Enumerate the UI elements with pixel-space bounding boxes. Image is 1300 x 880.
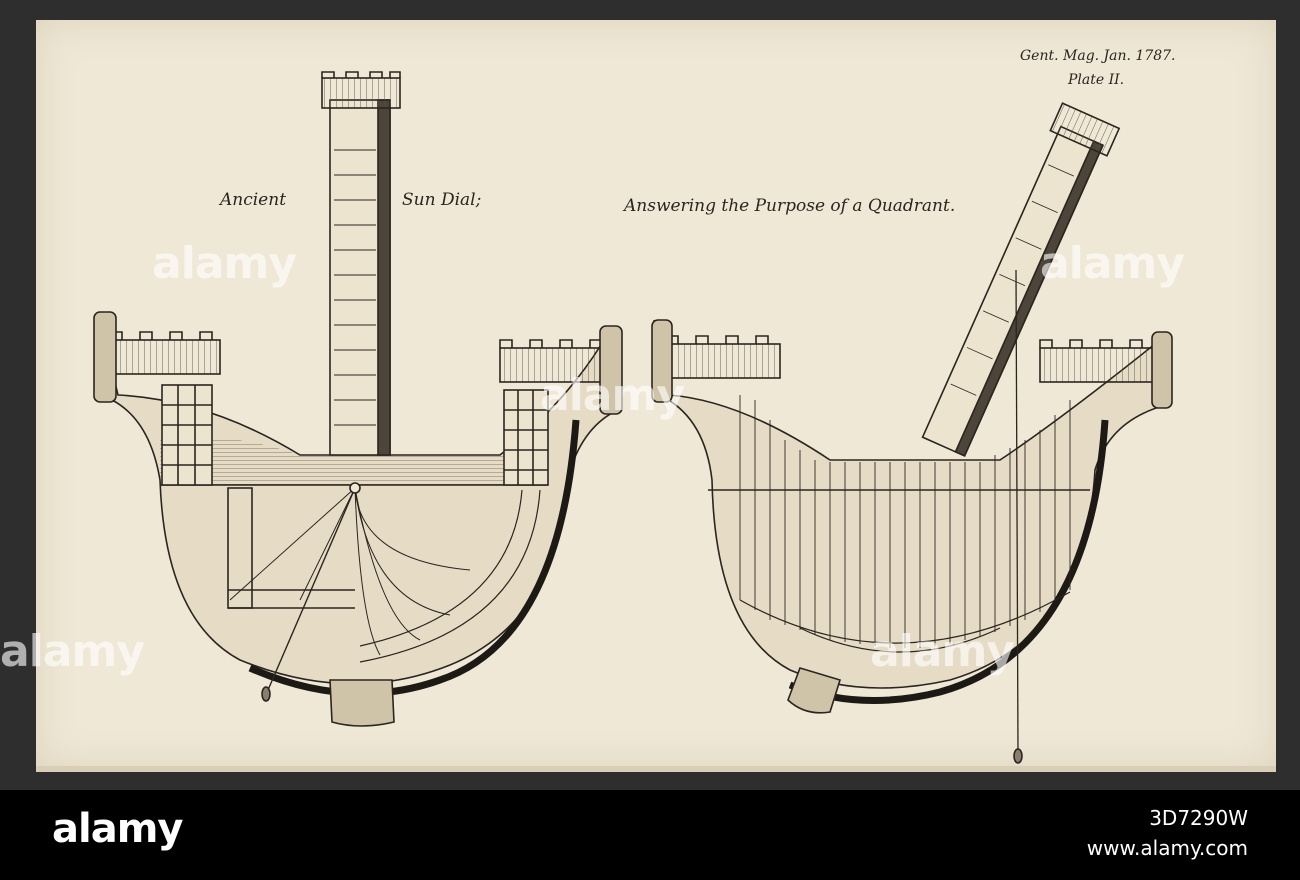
title-part-ancient: Ancient: [220, 190, 287, 210]
title-part-sun-dial: Sun Dial;: [402, 190, 482, 210]
title-part-quadrant: Answering the Purpose of a Quadrant.: [624, 196, 956, 216]
right-quadrant-dial: [651, 102, 1173, 764]
watermark: alamy: [540, 370, 685, 421]
image-id: 3D7290W: [1149, 806, 1248, 830]
brand-logo[interactable]: alamy: [52, 806, 183, 852]
left-sun-dial: [93, 71, 623, 727]
watermark: alamy: [1040, 238, 1185, 289]
watermark: alamy: [0, 626, 145, 677]
plate-number: Plate II.: [1068, 72, 1125, 88]
watermark: alamy: [152, 238, 297, 289]
footer-bar: [0, 790, 1300, 880]
paper-edge: [36, 766, 1276, 772]
plate-reference: Gent. Mag. Jan. 1787.: [1020, 48, 1176, 64]
site-link[interactable]: www.alamy.com: [1086, 836, 1248, 860]
watermark: alamy: [870, 626, 1015, 677]
sun-dial-engraving: [93, 71, 1173, 764]
